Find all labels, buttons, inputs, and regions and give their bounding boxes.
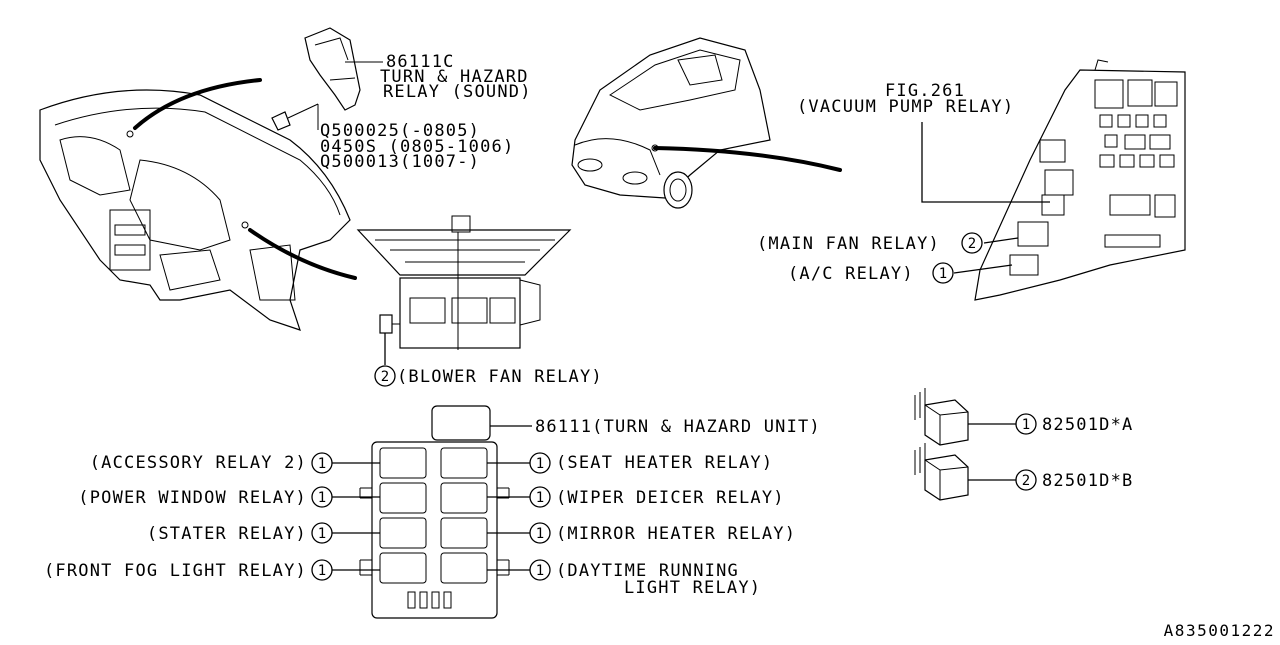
svg-text:1: 1	[536, 490, 544, 506]
svg-text:1: 1	[318, 490, 326, 506]
screw-part-number-2: 0450S (0805-1006)	[320, 137, 514, 157]
svg-text:1: 1	[318, 456, 326, 472]
svg-text:1: 1	[1022, 417, 1030, 433]
svg-text:1: 1	[318, 563, 326, 579]
leader-line	[983, 237, 1019, 244]
callout-1-front-fog: 1	[311, 559, 333, 581]
accessory-relay-2-label: (ACCESSORY RELAY 2)	[90, 453, 307, 473]
svg-text:2: 2	[381, 369, 389, 385]
callout-2-main-fan: 2	[961, 232, 983, 254]
svg-text:2: 2	[968, 236, 976, 252]
vehicle-illustration	[571, 37, 771, 209]
relay-b-illustration	[914, 443, 969, 501]
screw-part-number-3: Q500013(1007-)	[320, 152, 480, 172]
svg-text:2: 2	[1022, 473, 1030, 489]
mirror-heater-relay-label: (MIRROR HEATER RELAY)	[556, 524, 796, 544]
screw-illustration	[271, 103, 319, 131]
callout-1-mirror-heater: 1	[529, 522, 551, 544]
callout-1-seat-heater: 1	[529, 452, 551, 474]
turn-hazard-unit-label: 86111(TURN & HAZARD UNIT)	[535, 417, 821, 437]
turn-hazard-relay-label-2: RELAY (SOUND)	[383, 82, 532, 102]
harness-line-1	[133, 78, 262, 130]
callout-1-power-window: 1	[311, 486, 333, 508]
front-fog-light-relay-label: (FRONT FOG LIGHT RELAY)	[44, 561, 307, 581]
relay-a-part-number: 82501D*A	[1042, 415, 1133, 435]
screw-part-number-1: Q500025(-0805)	[320, 121, 480, 141]
engine-relay-box-illustration	[974, 59, 1186, 301]
leader-line	[921, 122, 1050, 203]
seat-heater-relay-label: (SEAT HEATER RELAY)	[556, 453, 773, 473]
svg-text:1: 1	[318, 526, 326, 542]
harness-line-3	[653, 146, 842, 172]
instrument-panel-illustration	[39, 89, 351, 331]
leader-line	[953, 264, 1013, 274]
relay-block-illustration	[359, 405, 510, 619]
vacuum-pump-relay-label: (VACUUM PUMP RELAY)	[797, 97, 1014, 117]
power-window-relay-label: (POWER WINDOW RELAY)	[78, 488, 307, 508]
svg-text:1: 1	[536, 563, 544, 579]
turn-hazard-relay-bracket	[304, 27, 361, 111]
ac-relay-label: (A/C RELAY)	[788, 264, 914, 284]
blower-fan-unit-illustration	[356, 215, 572, 349]
callout-2-blower: 2	[374, 365, 396, 387]
relay-a-illustration	[914, 388, 969, 446]
callout-1-wiper-deicer: 1	[529, 486, 551, 508]
wiper-deicer-relay-label: (WIPER DEICER RELAY)	[556, 488, 785, 508]
fig-reference: FIG.261	[885, 81, 965, 101]
diagram-id: A835001222	[1164, 621, 1275, 640]
svg-text:1: 1	[536, 456, 544, 472]
callout-1-stater: 1	[311, 522, 333, 544]
harness-line-2	[248, 228, 357, 280]
callout-1-relay-a: 1	[1015, 413, 1037, 435]
blower-fan-relay-label: (BLOWER FAN RELAY)	[397, 367, 603, 387]
daytime-running-relay-label-1: (DAYTIME RUNNING	[556, 561, 739, 581]
svg-text:1: 1	[939, 266, 947, 282]
relay-b-part-number: 82501D*B	[1042, 471, 1133, 491]
turn-hazard-relay-label-1: TURN & HAZARD	[380, 67, 529, 87]
callout-1-daytime-running: 1	[529, 559, 551, 581]
main-fan-relay-label: (MAIN FAN RELAY)	[757, 234, 940, 254]
callout-2-relay-b: 2	[1015, 469, 1037, 491]
callout-1-ac: 1	[932, 262, 954, 284]
turn-hazard-relay-part-number: 86111C	[386, 52, 455, 72]
svg-text:1: 1	[536, 526, 544, 542]
callout-1-accessory: 1	[311, 452, 333, 474]
daytime-running-relay-label-2: LIGHT RELAY)	[624, 578, 761, 598]
stater-relay-label: (STATER RELAY)	[147, 524, 307, 544]
